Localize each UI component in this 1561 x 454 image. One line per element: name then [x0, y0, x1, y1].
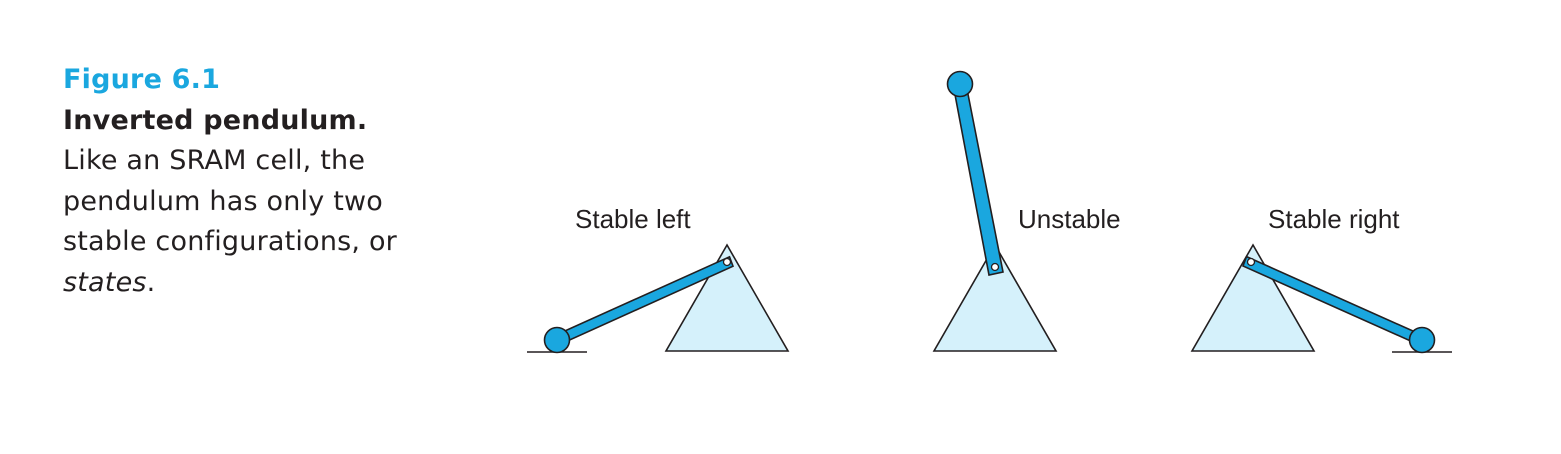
figure-body-trailing: . — [146, 266, 156, 298]
stable-right-label: Stable right — [1268, 204, 1400, 234]
figure-caption: Figure 6.1 Inverted pendulum. Like an SR… — [63, 60, 423, 303]
figure-title: Inverted pendulum. — [63, 104, 368, 136]
unstable-bob — [946, 70, 974, 98]
stable-right-bob — [1408, 326, 1436, 354]
stable-right-group: Stable right — [1190, 204, 1452, 354]
stable-left-bob — [543, 326, 571, 354]
figure-number: Figure 6.1 — [63, 64, 221, 95]
unstable-pivot — [990, 262, 1000, 272]
unstable-rod — [952, 83, 1004, 276]
stable-left-label: Stable left — [575, 204, 691, 234]
figure-body: Like an SRAM cell, the pendulum has only… — [63, 145, 397, 298]
unstable-support — [932, 243, 1058, 352]
stable-right-pivot — [1246, 257, 1256, 267]
figure-body-text: Like an SRAM cell, the pendulum has only… — [63, 145, 397, 257]
stable-left-group: Stable left — [527, 204, 790, 354]
unstable-label: Unstable — [1018, 204, 1121, 234]
figure-body-italic: states — [63, 266, 147, 298]
unstable-group: Unstable — [932, 70, 1121, 352]
stable-right-support — [1190, 243, 1316, 352]
stable-left-support — [664, 243, 790, 352]
stable-left-pivot — [722, 257, 732, 267]
